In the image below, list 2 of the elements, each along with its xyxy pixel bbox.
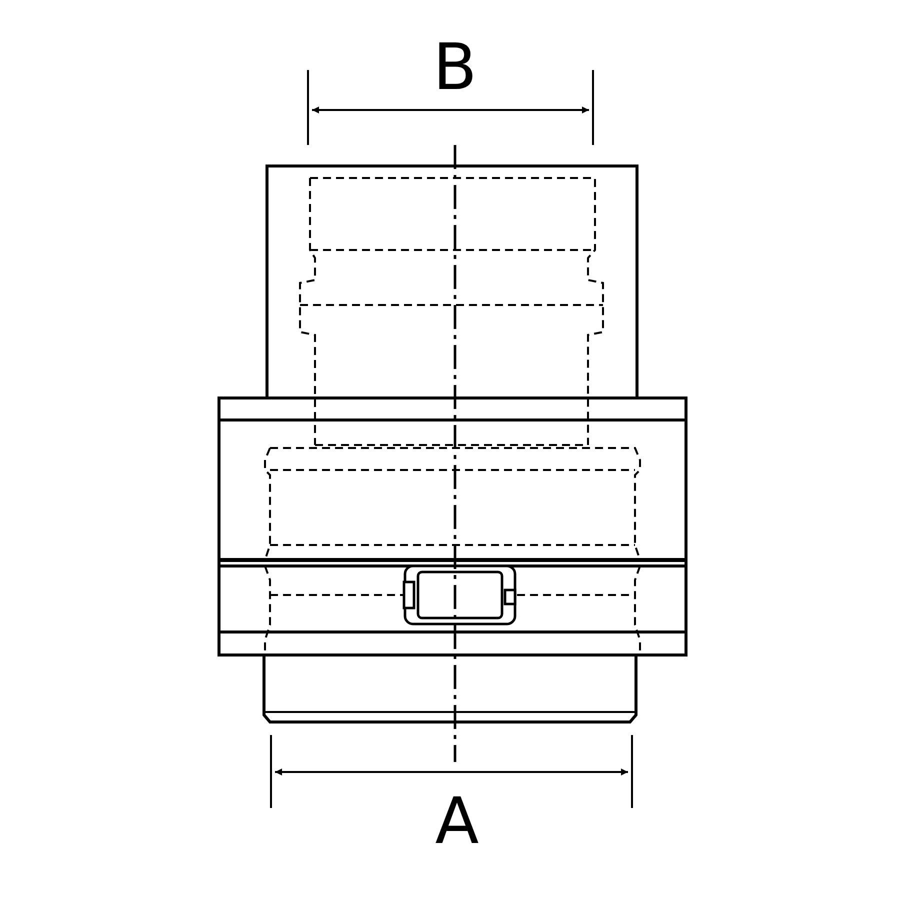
dimension-label: B <box>432 36 478 100</box>
dimension-label: A <box>434 790 480 854</box>
